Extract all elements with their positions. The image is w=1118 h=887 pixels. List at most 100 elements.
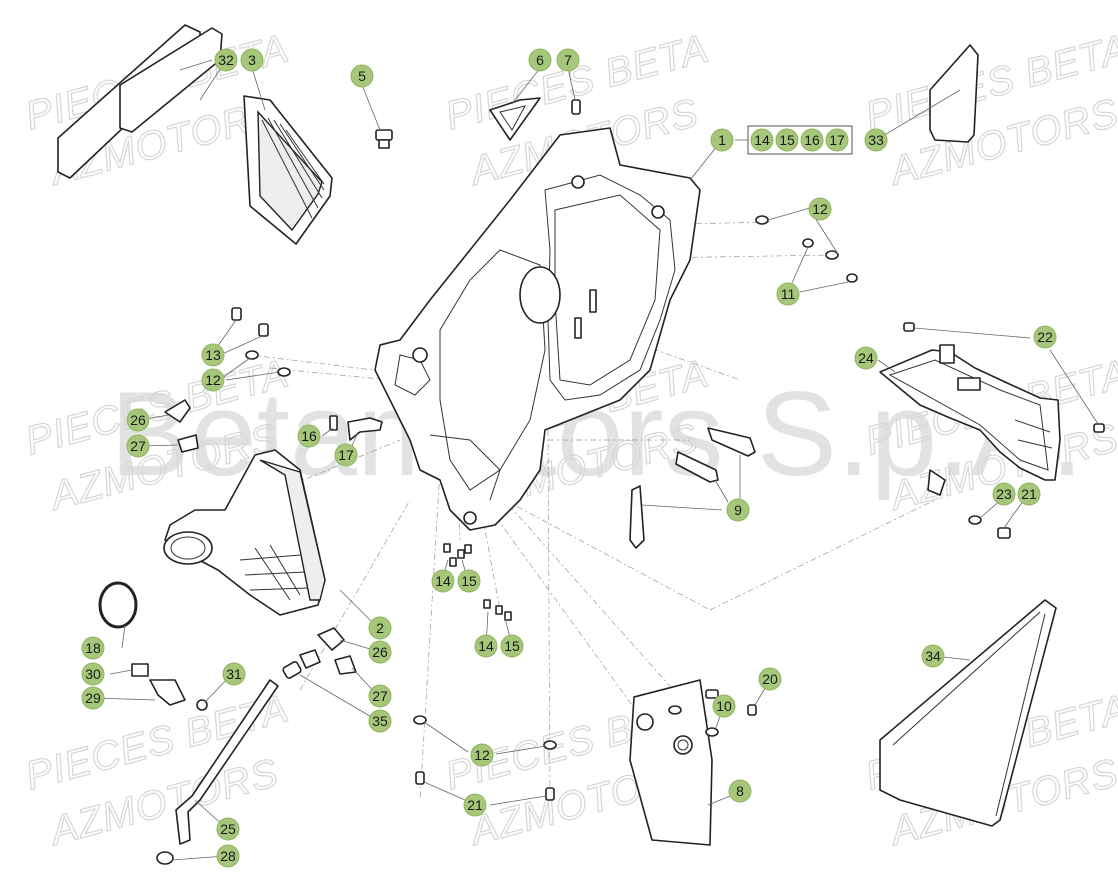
callout-25[interactable]: 25	[216, 817, 240, 841]
svg-text:10: 10	[716, 698, 732, 714]
callout-27[interactable]: 27	[126, 434, 150, 458]
callout-14[interactable]: 14	[750, 128, 774, 152]
part-10-20-fasteners	[668, 689, 757, 737]
callout-17[interactable]: 17	[825, 128, 849, 152]
callout-21[interactable]: 21	[1017, 482, 1041, 506]
callout-16b[interactable]: 16	[297, 424, 321, 448]
part-8-mudflap	[629, 679, 713, 846]
callout-3[interactable]: 3	[240, 48, 264, 72]
svg-text:29: 29	[85, 690, 101, 706]
svg-text:32: 32	[218, 52, 234, 68]
part-26-connector-mid	[317, 627, 345, 651]
part-31-nut	[196, 699, 208, 711]
part-29-bracket	[149, 679, 186, 706]
callout-24[interactable]: 24	[854, 346, 878, 370]
callout-23[interactable]: 23	[992, 482, 1016, 506]
callout-12[interactable]: 12	[808, 197, 832, 221]
part-28-clamp	[156, 851, 174, 865]
svg-text:2: 2	[376, 620, 384, 636]
callout-1[interactable]: 1	[710, 128, 734, 152]
callout-14c[interactable]: 14	[474, 634, 498, 658]
callout-21b[interactable]: 21	[463, 793, 487, 817]
svg-text:28: 28	[220, 848, 236, 864]
svg-text:24: 24	[858, 350, 874, 366]
callout-15c[interactable]: 15	[500, 634, 524, 658]
part-14-15-fasteners-upper	[443, 543, 472, 567]
svg-text:14: 14	[478, 638, 494, 654]
svg-text:33: 33	[868, 132, 884, 148]
callout-8[interactable]: 8	[728, 779, 752, 803]
svg-text:14: 14	[754, 132, 770, 148]
svg-text:3: 3	[248, 52, 256, 68]
svg-text:23: 23	[996, 486, 1012, 502]
svg-text:26: 26	[372, 644, 388, 660]
callout-16[interactable]: 16	[800, 128, 824, 152]
callout-31[interactable]: 31	[222, 662, 246, 686]
part-35-sleeve	[282, 661, 302, 679]
part-22-bolt	[903, 322, 1105, 433]
svg-text:35: 35	[372, 713, 388, 729]
callout-29[interactable]: 29	[81, 686, 105, 710]
svg-text:12: 12	[812, 201, 828, 217]
callout-13[interactable]: 13	[201, 343, 225, 367]
svg-text:15: 15	[504, 638, 520, 654]
callout-10[interactable]: 10	[712, 694, 736, 718]
part-3-air-filter	[243, 95, 333, 245]
part-13-12-fasteners-left	[214, 307, 291, 381]
callout-12c[interactable]: 12	[470, 743, 494, 767]
part-2-intake-duct	[163, 449, 326, 616]
part-7-screw	[571, 99, 581, 115]
svg-text:1: 1	[718, 132, 726, 148]
part-1-airbox	[374, 127, 701, 531]
svg-text:15: 15	[461, 573, 477, 589]
svg-text:14: 14	[435, 573, 451, 589]
svg-text:13: 13	[205, 347, 221, 363]
callout-18[interactable]: 18	[81, 636, 105, 660]
svg-text:27: 27	[130, 438, 146, 454]
callout-27b[interactable]: 27	[368, 684, 392, 708]
svg-text:34: 34	[925, 648, 941, 664]
svg-text:17: 17	[338, 447, 354, 463]
svg-text:15: 15	[779, 132, 795, 148]
callout-32[interactable]: 32	[214, 48, 238, 72]
part-6-clip	[489, 97, 541, 141]
callout-12b[interactable]: 12	[201, 368, 225, 392]
callout-11[interactable]: 11	[776, 282, 800, 306]
svg-text:12: 12	[474, 747, 490, 763]
svg-text:31: 31	[226, 666, 242, 682]
callout-6[interactable]: 6	[528, 48, 552, 72]
svg-text:26: 26	[130, 412, 146, 428]
callout-30[interactable]: 30	[81, 662, 105, 686]
svg-text:9: 9	[734, 502, 742, 518]
part-25-hose	[175, 679, 279, 845]
callout-2[interactable]: 2	[368, 616, 392, 640]
callout-35[interactable]: 35	[368, 709, 392, 733]
callout-15b[interactable]: 15	[457, 569, 481, 593]
callout-14b[interactable]: 14	[431, 569, 455, 593]
leader-lines	[94, 59, 1029, 861]
callout-5[interactable]: 5	[350, 64, 374, 88]
callout-17b[interactable]: 17	[334, 443, 358, 467]
callout-34[interactable]: 34	[921, 644, 945, 668]
callout-26[interactable]: 26	[126, 408, 150, 432]
svg-text:21: 21	[467, 797, 483, 813]
svg-text:22: 22	[1037, 329, 1053, 345]
callout-26b[interactable]: 26	[368, 640, 392, 664]
svg-text:6: 6	[536, 52, 544, 68]
svg-text:11: 11	[781, 286, 796, 302]
kit-group-box	[735, 125, 853, 155]
callout-22[interactable]: 22	[1033, 325, 1057, 349]
callout-28[interactable]: 28	[216, 844, 240, 868]
callout-20[interactable]: 20	[758, 667, 782, 691]
callout-9[interactable]: 9	[726, 498, 750, 522]
callout-33[interactable]: 33	[864, 128, 888, 152]
svg-text:27: 27	[372, 688, 388, 704]
part-27-caps	[299, 649, 357, 675]
svg-text:25: 25	[220, 821, 236, 837]
callout-15[interactable]: 15	[775, 128, 799, 152]
part-12-21-fasteners-bottom	[413, 715, 557, 806]
svg-text:16: 16	[804, 132, 820, 148]
callout-7[interactable]: 7	[556, 48, 580, 72]
svg-text:20: 20	[762, 671, 778, 687]
